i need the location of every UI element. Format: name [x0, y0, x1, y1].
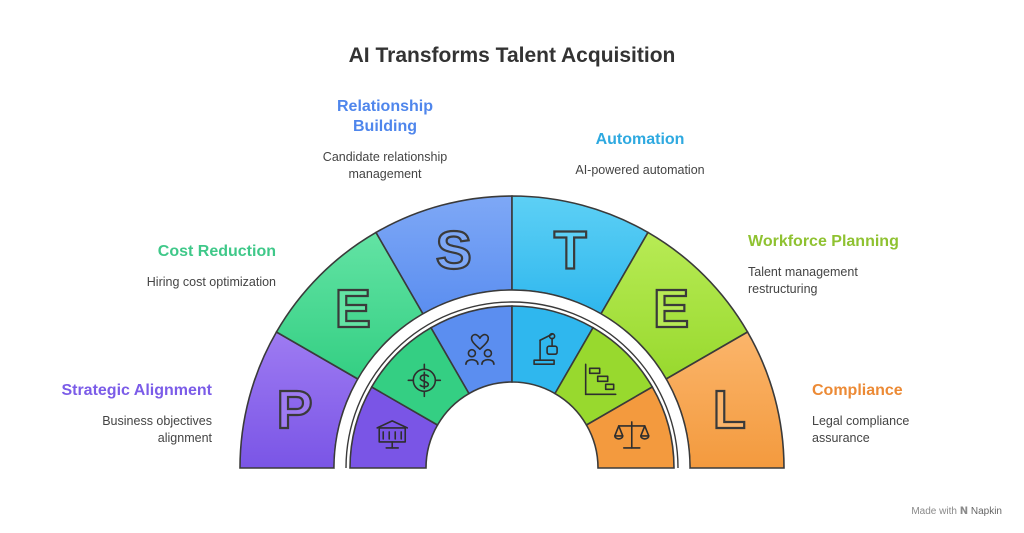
segment-letter: P	[277, 380, 313, 440]
label-workforce-planning: Workforce Planning Talent management res…	[748, 232, 948, 298]
scales-icon	[613, 421, 650, 449]
dollar-target-icon	[407, 363, 442, 398]
segment-letter: S	[436, 221, 472, 281]
segment-heading: Compliance	[812, 382, 903, 399]
ring-outline-outer	[333, 289, 691, 469]
divider-ring	[334, 290, 690, 469]
watermark-brand: Napkin	[970, 506, 1002, 517]
segment-letter: L	[713, 380, 746, 440]
watermark: Made with 𝗡 Napkin	[911, 506, 1002, 517]
segment-letter: E	[335, 279, 371, 339]
segment-letter: T	[554, 221, 587, 281]
segment-description: Talent management restructuring	[748, 265, 858, 296]
robot-arm-icon	[533, 332, 558, 366]
org-chart-icon	[584, 363, 617, 396]
segment-heading: Automation	[595, 131, 685, 148]
segment-description: AI-powered automation	[575, 163, 705, 177]
segment-inner-5	[585, 385, 675, 469]
label-cost-reduction: Cost Reduction Hiring cost optimization	[90, 242, 276, 291]
segment-heading: Cost Reduction	[157, 243, 276, 260]
segment-description: Legal compliance assurance	[812, 414, 910, 445]
segment-description: Hiring cost optimization	[146, 275, 276, 289]
segment-heading: Strategic Alignment	[61, 382, 212, 399]
relationship-heart-icon	[465, 333, 495, 366]
label-compliance: Compliance Legal compliance assurance	[812, 381, 962, 447]
watermark-prefix: Made with	[911, 506, 957, 517]
napkin-logo-icon: 𝗡	[959, 506, 969, 517]
segment-heading: Workforce Planning	[748, 233, 899, 250]
segment-description: Business objectives alignment	[102, 414, 212, 445]
segment-heading: Relationship Building	[336, 98, 433, 135]
label-relationship-building: Relationship Building Candidate relation…	[302, 97, 468, 183]
segment-description: Candidate relationship management	[322, 150, 448, 181]
page-title: AI Transforms Talent Acquisition	[348, 44, 676, 67]
label-strategic-alignment: Strategic Alignment Business objectives …	[30, 381, 212, 447]
label-automation: Automation AI-powered automation	[560, 130, 720, 179]
ring-outline-inner	[345, 301, 679, 469]
segment-letter: E	[653, 279, 689, 339]
building-icon	[376, 420, 409, 449]
